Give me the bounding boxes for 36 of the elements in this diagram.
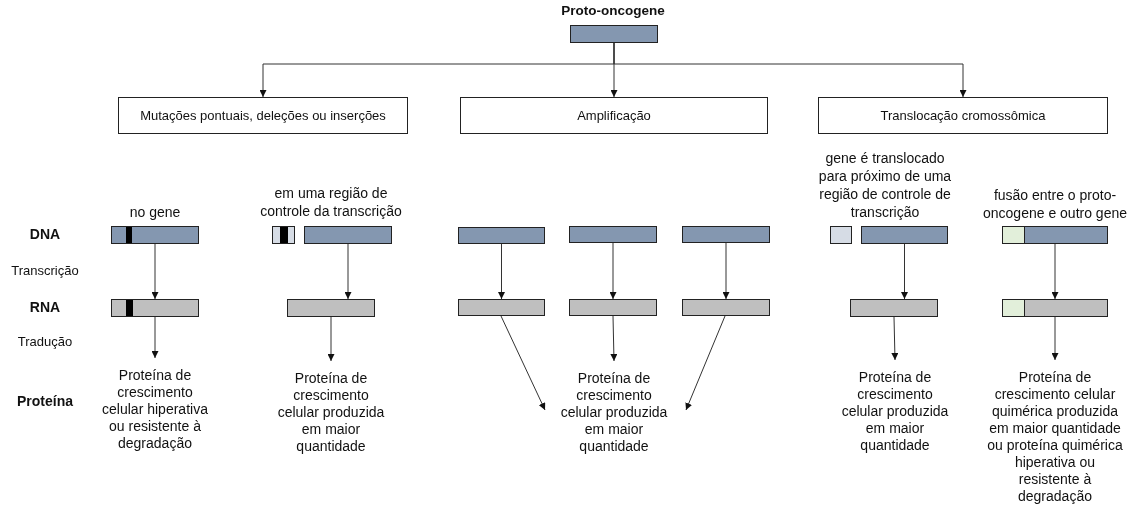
category-box — [460, 97, 768, 134]
arrow — [685, 315, 726, 411]
arrow — [891, 316, 899, 361]
bar-caption: no gene — [128, 203, 182, 221]
category-box — [118, 97, 408, 134]
protein-description: Proteína de crescimento celular produzida em maior quantidade — [275, 370, 387, 455]
bar-caption: gene é translocado para próximo de uma região de controle de transcrição — [817, 149, 953, 221]
protein-description: Proteína de crescimento celular quimérica produzida em maior quantidade ou proteína quimérica hiperativa ou resistente à degradação — [984, 369, 1126, 505]
row-label: RNA — [28, 299, 62, 315]
arrow — [500, 315, 546, 411]
category-box — [818, 97, 1108, 134]
arrow — [151, 316, 159, 359]
category-label: Translocação cromossômica — [880, 108, 1046, 123]
arrow — [1051, 243, 1059, 300]
protein-description: Proteína de crescimento celular produzida em maior quantidade — [839, 369, 951, 454]
arrow — [498, 243, 505, 300]
row-label: Tradução — [16, 334, 74, 349]
arrow — [722, 242, 730, 300]
arrow — [344, 243, 352, 300]
protein-description: Proteína de crescimento celular produzida em maior quantidade — [558, 370, 670, 455]
row-label: Proteína — [16, 393, 74, 409]
gene-title: Proto-oncogene — [560, 2, 666, 20]
category-label: Amplificação — [577, 108, 651, 123]
arrow — [327, 316, 335, 362]
category-label: Mutações pontuais, deleções ou inserções — [140, 108, 386, 123]
bar-caption: fusão entre o proto-oncogene e outro gene — [982, 186, 1128, 222]
row-label: Transcrição — [10, 263, 80, 278]
protein-description: Proteína de crescimento celular hiperativa ou resistente à degradação — [96, 367, 214, 452]
row-label: DNA — [28, 226, 62, 242]
bar-caption: em uma região de controle da transcrição — [259, 184, 403, 220]
arrow — [901, 243, 908, 300]
arrow — [610, 315, 618, 362]
arrow — [609, 242, 617, 300]
arrow — [613, 42, 967, 98]
arrow — [1051, 316, 1059, 361]
arrow — [151, 243, 159, 300]
